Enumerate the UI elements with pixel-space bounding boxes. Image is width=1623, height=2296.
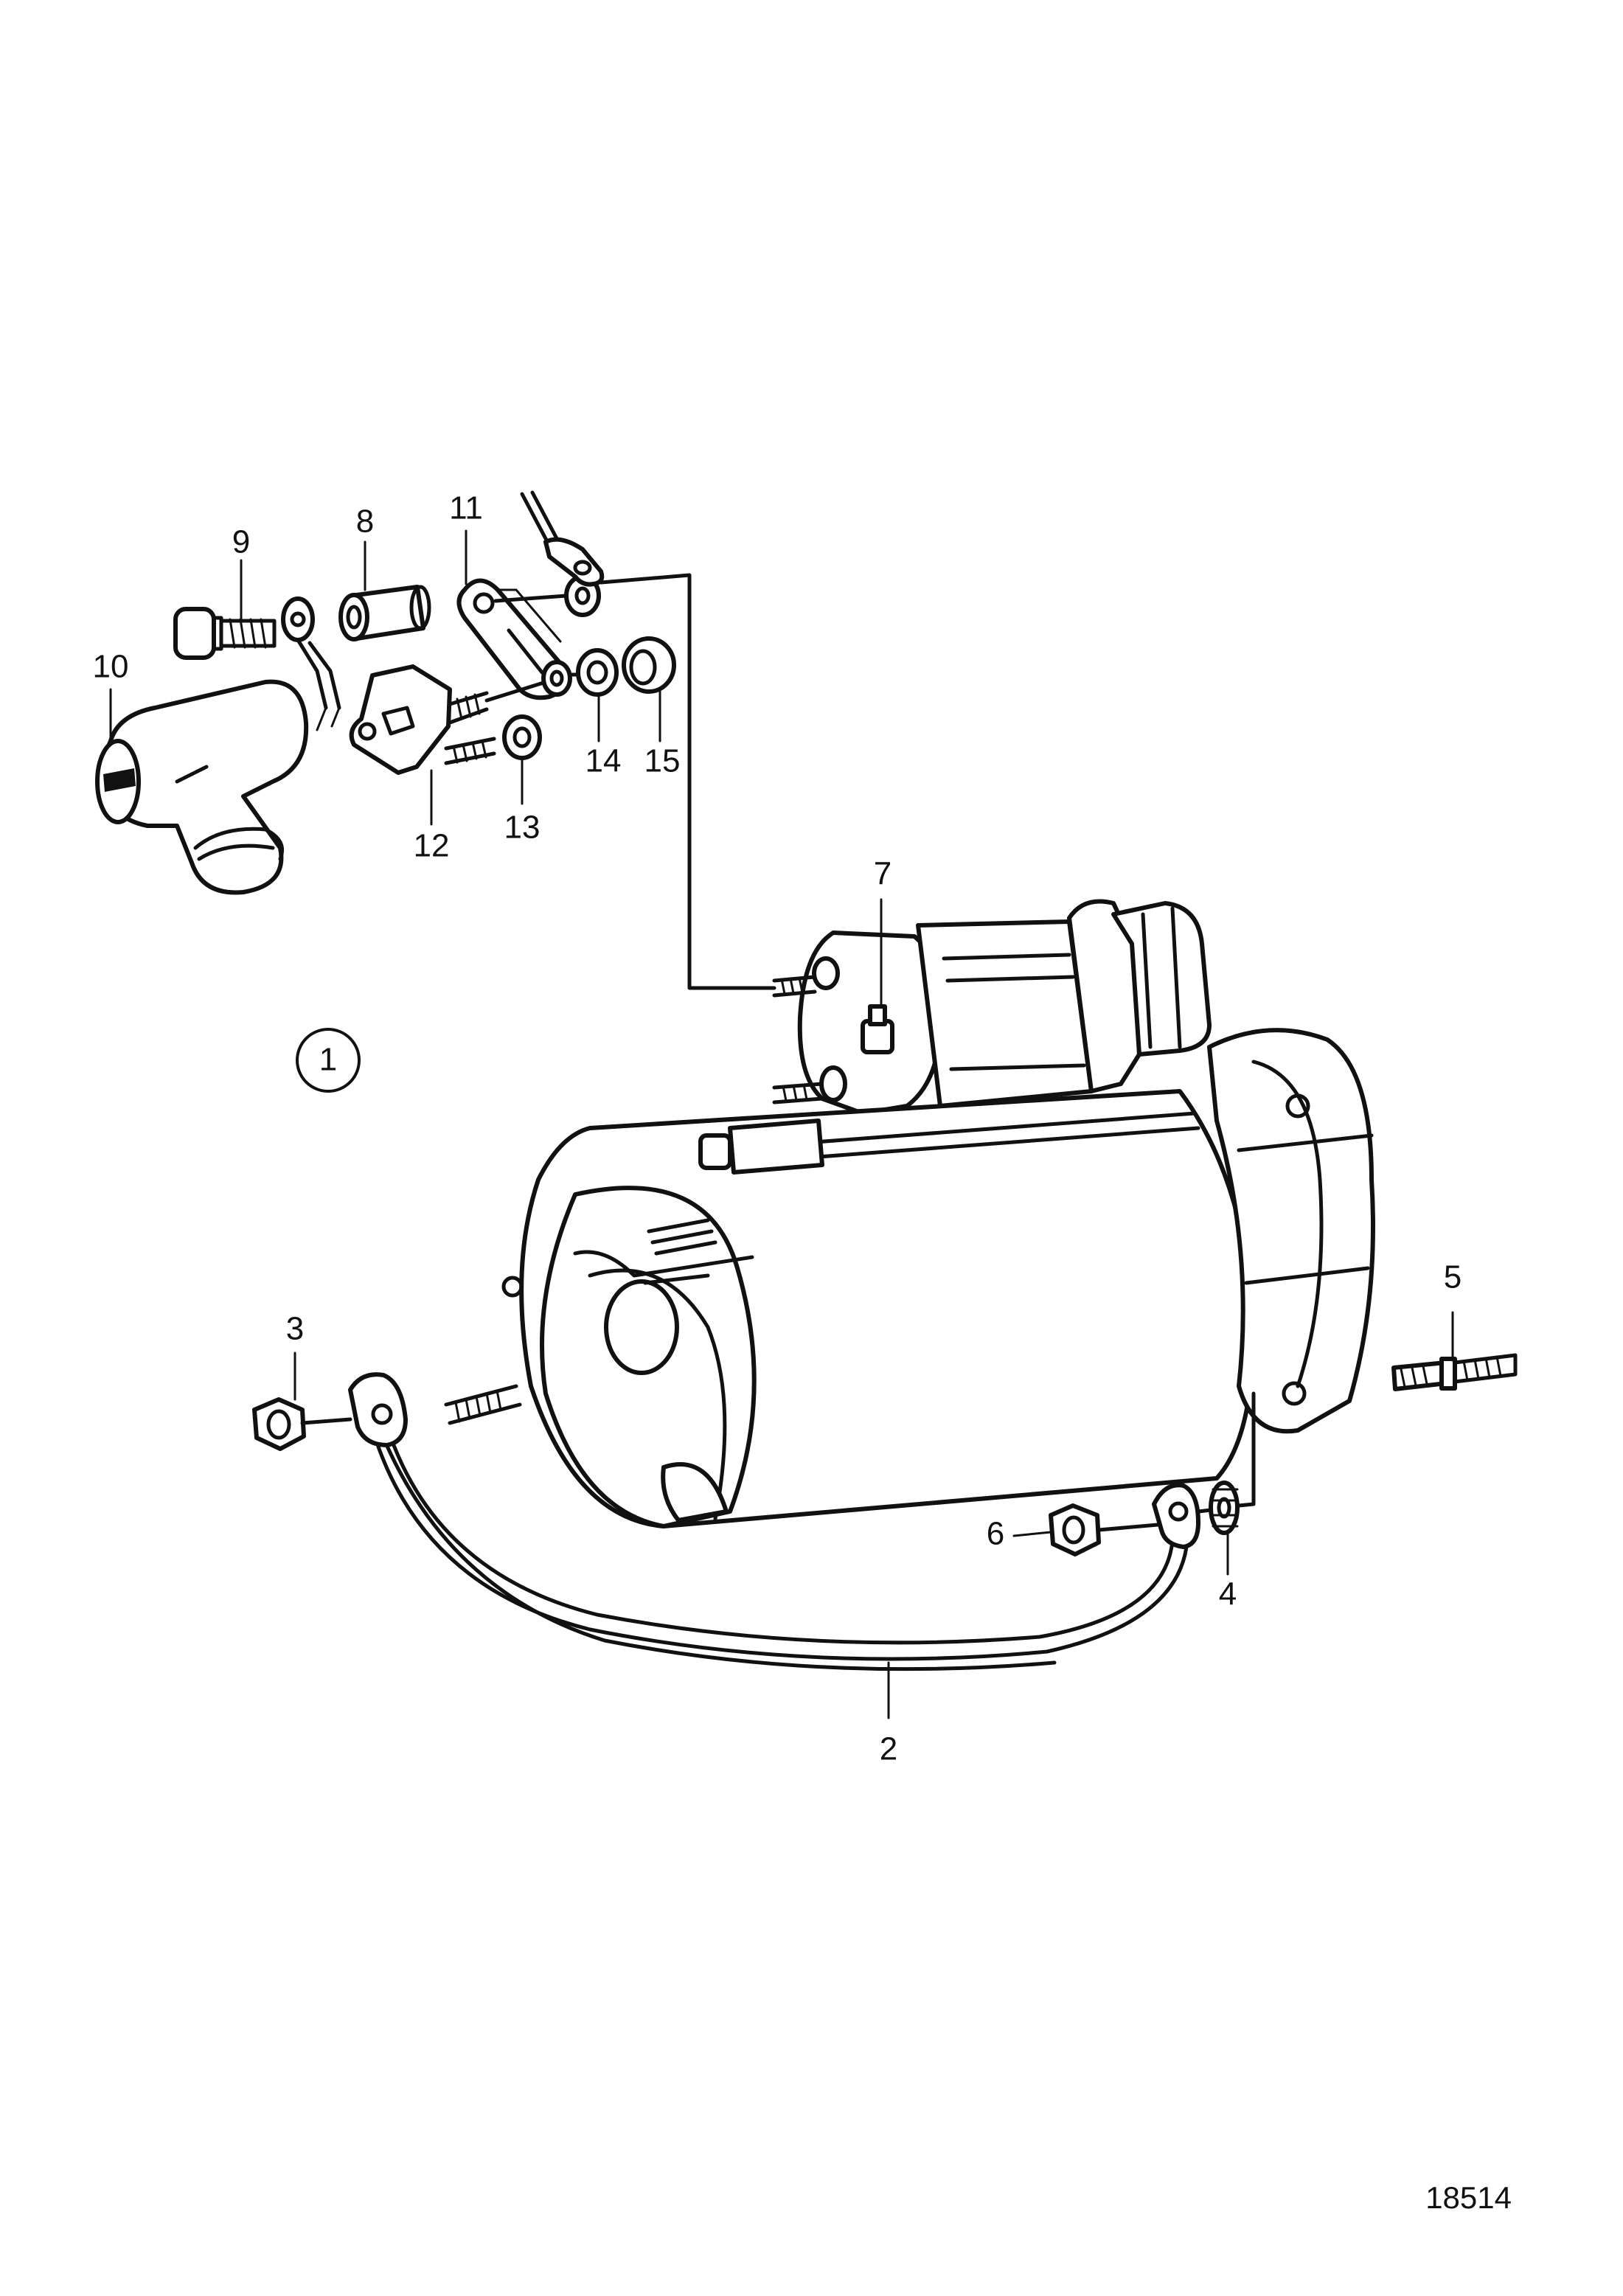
callout-label-6: 6 bbox=[987, 1516, 1004, 1552]
callout-label-11: 11 bbox=[449, 490, 483, 526]
ground-strap-part-2 bbox=[348, 1372, 1200, 1671]
callout-label-1: 1 bbox=[319, 1042, 337, 1078]
nut-part-14 bbox=[570, 648, 619, 697]
callout-label-8: 8 bbox=[356, 504, 374, 540]
upper-cable bbox=[520, 490, 605, 587]
callout-label-10: 10 bbox=[93, 649, 129, 685]
starter-motor-body bbox=[501, 1028, 1375, 1528]
cap-part-15 bbox=[622, 636, 676, 694]
callout-label-2: 2 bbox=[880, 1731, 897, 1767]
end-cap-screw bbox=[444, 1384, 522, 1425]
spacer-sleeve-part-8 bbox=[338, 585, 431, 641]
callout-label-15: 15 bbox=[644, 743, 681, 779]
dash-link-12 bbox=[484, 680, 548, 703]
callout-label-12: 12 bbox=[414, 828, 450, 864]
callout-label-3: 3 bbox=[286, 1311, 304, 1347]
figure-reference-number: 18514 bbox=[1425, 2180, 1512, 2215]
callout-label-9: 9 bbox=[232, 524, 250, 560]
group-callout-circle bbox=[296, 1028, 361, 1093]
stud-part-5 bbox=[1391, 1353, 1518, 1391]
washer-lower-left bbox=[541, 660, 572, 697]
rubber-boot-part-10 bbox=[95, 679, 309, 895]
callout-label-14: 14 bbox=[585, 743, 622, 779]
callout-label-13: 13 bbox=[504, 810, 541, 846]
bolt-part-9 bbox=[173, 607, 277, 660]
solenoid bbox=[772, 899, 1212, 1116]
nut-part-13 bbox=[502, 714, 542, 760]
cable-lug bbox=[281, 596, 341, 731]
serrated-washer-part-4 bbox=[1196, 1391, 1256, 1535]
callout-label-5: 5 bbox=[1444, 1259, 1462, 1295]
leader-cable-to-solenoid bbox=[599, 573, 776, 990]
callout-label-4: 4 bbox=[1219, 1576, 1237, 1613]
flange-nut-part-6 bbox=[1049, 1503, 1160, 1556]
leader-6 bbox=[1012, 1531, 1052, 1537]
mounting-block-part-12 bbox=[349, 664, 496, 775]
callout-label-7: 7 bbox=[874, 856, 892, 892]
flange-nut-part-3 bbox=[252, 1397, 352, 1451]
dash-link-11 bbox=[493, 594, 569, 603]
